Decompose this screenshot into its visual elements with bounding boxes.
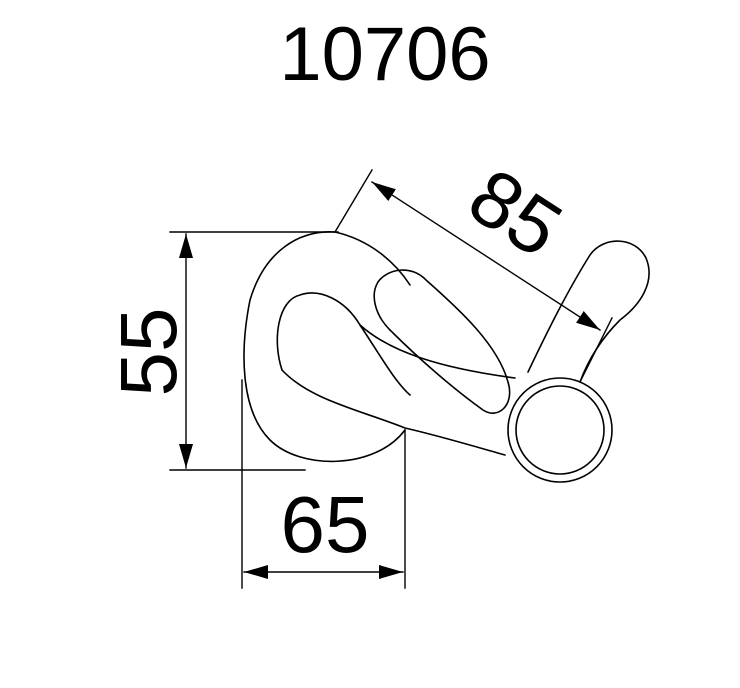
ring-mount-outer — [507, 377, 613, 483]
hook-arm-lower-edge — [281, 369, 506, 456]
hook-arm-upper-edge — [359, 324, 516, 379]
rear-hook-arm — [527, 240, 650, 383]
arm-dimension-line — [371, 181, 601, 331]
arm-extension-left — [334, 169, 373, 233]
width-dimension-value: 65 — [281, 480, 370, 569]
arm-length-dimension-value: 85 — [454, 151, 577, 274]
wall-plate-outline — [243, 231, 411, 463]
front-hook-arm — [373, 269, 511, 414]
ring-mount-inner — [515, 385, 605, 475]
model-number: 10706 — [279, 12, 490, 97]
arm-extension-right — [579, 317, 613, 383]
dimension-lines — [169, 169, 613, 589]
plate-inner-cutout — [276, 292, 411, 396]
double-hook-outline — [243, 231, 650, 483]
height-dimension-value: 55 — [104, 308, 193, 397]
